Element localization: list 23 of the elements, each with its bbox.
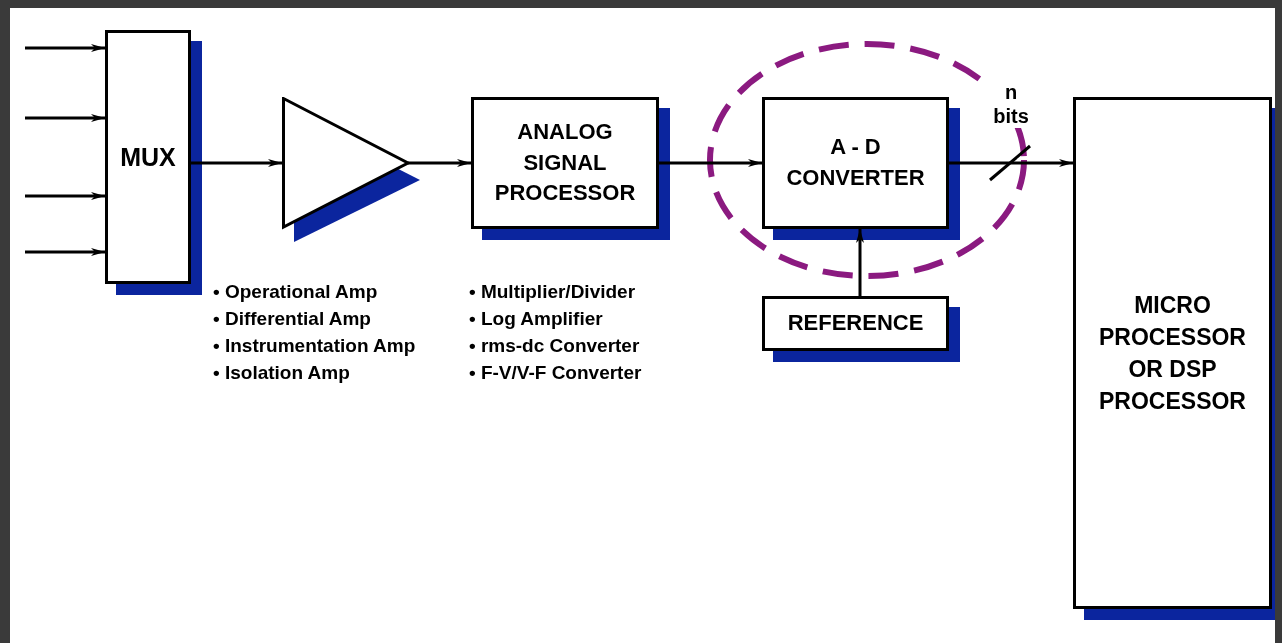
- arrow: [25, 44, 105, 52]
- bullet-item: • Differential Amp: [213, 307, 372, 331]
- amplifier-triangle: [282, 97, 422, 242]
- bullet-item: • F-V/V-F Converter: [469, 361, 642, 385]
- bullet-item: • Log Amplifier: [469, 307, 604, 331]
- bullet-item: • Multiplier/Divider: [469, 280, 637, 304]
- arrow: [25, 192, 105, 200]
- block-label: MUX: [119, 141, 177, 173]
- block-label: MICRO PROCESSOR OR DSP PROCESSOR: [1098, 290, 1247, 417]
- block-label: ANALOG SIGNAL PROCESSOR: [493, 117, 637, 208]
- block-label: REFERENCE: [786, 309, 925, 338]
- block-label: A - D CONVERTER: [785, 133, 926, 192]
- arrow: [856, 229, 864, 296]
- bullet-item: • rms-dc Converter: [469, 334, 641, 358]
- arrow: [408, 159, 471, 167]
- bullet-item: • Instrumentation Amp: [213, 334, 416, 358]
- arrow: [191, 159, 282, 167]
- bullet-item: • Operational Amp: [213, 280, 379, 304]
- arrow: [25, 248, 105, 256]
- arrow: [25, 114, 105, 122]
- bullet-item: • Isolation Amp: [213, 361, 351, 385]
- arrow: [659, 159, 762, 167]
- arrow: [949, 159, 1073, 167]
